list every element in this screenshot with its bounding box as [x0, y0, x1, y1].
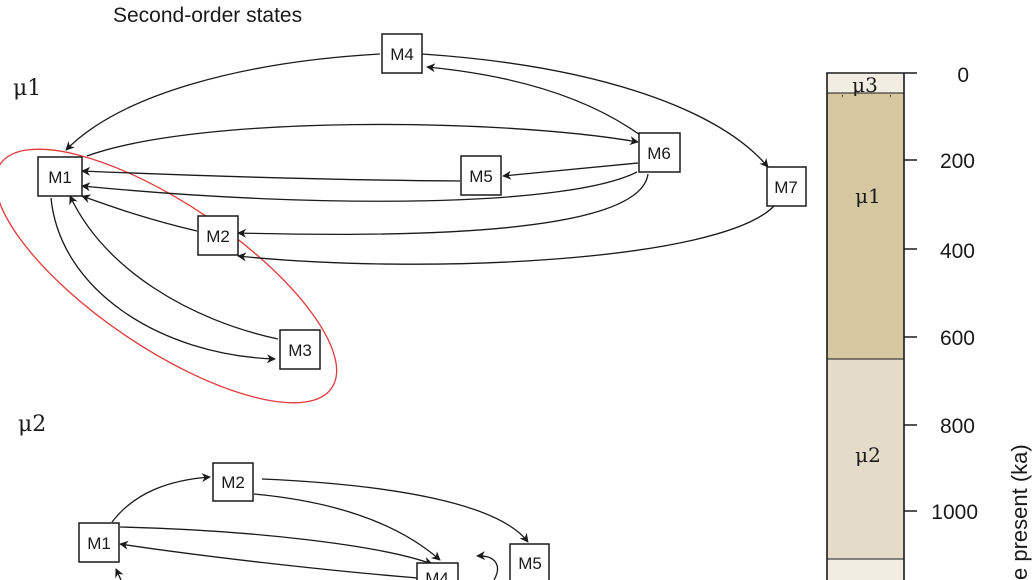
node-label: M5 [469, 167, 493, 186]
node-mu2-m5: M5 [509, 543, 550, 580]
node-mu1-m2: M2 [197, 215, 239, 256]
node-mu1-m5: M5 [460, 155, 502, 196]
diagram-title: Second-order states [113, 4, 302, 27]
axis-tick-label: 1000 [931, 501, 978, 524]
edge-m4-m7 [421, 53, 769, 168]
axis-tick-label: 200 [940, 150, 975, 173]
node-mu2-m1: M1 [78, 522, 120, 563]
axis-tick-label: 800 [940, 415, 975, 438]
node-label: M5 [518, 554, 542, 573]
group-label-mu2: μ2 [18, 412, 46, 437]
edge-mu2-m1-m2 [111, 473, 211, 523]
node-label: M6 [647, 144, 671, 163]
node-mu1-m7: M7 [766, 166, 807, 207]
edge-m6-m4 [426, 63, 641, 136]
axis-tick-label: 0 [957, 64, 969, 87]
timescale-segment-mu3 [827, 74, 904, 93]
edge-m1-m6 [86, 123, 639, 157]
node-mu2-m2: M2 [212, 462, 254, 502]
edge-m3-m1 [69, 195, 279, 340]
group-label-mu1: μ1 [13, 76, 41, 101]
segment-mark: , [841, 88, 844, 99]
timescale-segment-next [827, 559, 904, 580]
edge-m6-m5 [502, 162, 639, 180]
edge-mu2-m2-m4 [253, 493, 441, 561]
node-label: M1 [48, 168, 72, 187]
edge-mu2-m1-m4 [119, 526, 433, 566]
edge-mu2-incoming-m1 [115, 568, 124, 580]
timescale-segment-mu2 [827, 359, 904, 559]
node-label: M4 [390, 45, 414, 64]
mu1-edges [50, 53, 775, 364]
segment-label-mu1: μ1 [855, 184, 881, 208]
edge-m5-m1 [81, 166, 461, 182]
mu2-edges [111, 473, 529, 580]
edge-mu2-m2-m5 [261, 478, 529, 543]
axis-tick-label: 400 [940, 240, 975, 263]
node-label: M4 [425, 569, 449, 580]
edge-m2-m1 [81, 194, 198, 232]
segment-label-mu3: μ3 [852, 73, 878, 97]
timescale-frame [826, 72, 917, 580]
node-mu1-m1: M1 [37, 156, 83, 197]
timescale-column: μ3 , , μ1 μ2 0 200 400 600 800 1000 e pr… [826, 64, 1032, 580]
axis-tick-label: 600 [940, 327, 975, 350]
node-label: M2 [206, 227, 230, 246]
node-label: M2 [221, 473, 245, 492]
segment-mark: , [889, 88, 892, 99]
edge-m6-m2 [237, 173, 649, 238]
edge-m4-m1 [65, 53, 381, 151]
node-label: M7 [774, 178, 798, 197]
node-mu2-m4: M4 [416, 562, 459, 580]
node-label: M1 [87, 534, 111, 553]
node-mu1-m4: M4 [381, 33, 423, 74]
edge-m7-m2 [237, 205, 775, 265]
segment-label-mu2: μ2 [855, 443, 881, 467]
timescale-segment-mu1 [827, 93, 904, 359]
edge-mu2-loop-m4 [476, 551, 499, 580]
highlight-ellipse [0, 148, 338, 404]
node-mu1-m3: M3 [279, 329, 321, 370]
edge-m6-m1 [81, 171, 638, 202]
node-mu1-m6: M6 [638, 132, 681, 173]
axis-title: e present (ka) [1007, 444, 1032, 580]
edge-mu2-m4-m1 [119, 540, 419, 579]
node-label: M3 [288, 341, 312, 360]
edge-m1-m3 [50, 197, 276, 364]
